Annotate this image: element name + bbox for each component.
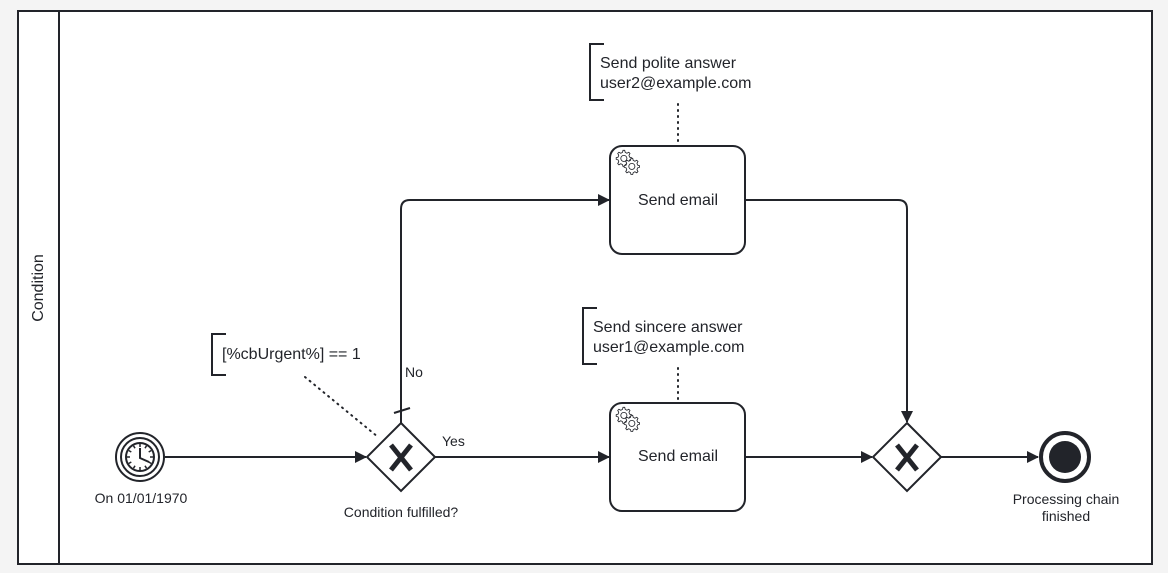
end-event[interactable]: Processing chain finished	[1013, 431, 1120, 524]
end-event-label-line-2: finished	[1042, 508, 1090, 524]
annotation-line-1: Send polite answer	[600, 55, 737, 72]
condition-annotation-text: [%cbUrgent%] == 1	[222, 346, 361, 363]
task1-annotation[interactable]: Send polite answer user2@example.com	[589, 43, 751, 101]
service-task-send-sincere[interactable]: Send email	[609, 402, 746, 512]
lane-label: Condition	[30, 254, 47, 322]
condition-annotation[interactable]: [%cbUrgent%] == 1	[211, 333, 361, 376]
end-event-label-line-1: Processing chain	[1013, 491, 1120, 507]
x-icon	[389, 443, 413, 472]
gateway-split[interactable]: Condition fulfilled?	[344, 421, 459, 520]
gateway-join[interactable]	[871, 421, 943, 493]
x-icon	[895, 443, 919, 472]
pool-border[interactable]	[17, 10, 1153, 565]
start-event-label: On 01/01/1970	[95, 490, 188, 506]
task-label: Send email	[638, 192, 718, 209]
default-flow-marker	[393, 407, 411, 414]
flow-label-no: No	[405, 364, 423, 380]
task2-annotation[interactable]: Send sincere answer user1@example.com	[582, 307, 744, 365]
start-timer-event[interactable]: On 01/01/1970	[95, 432, 188, 506]
sequence-flows	[165, 194, 1039, 463]
associations	[304, 103, 679, 438]
clock-icon	[125, 442, 155, 472]
annotation-line-2: user1@example.com	[593, 339, 744, 356]
flow-task1-to-join[interactable]	[746, 199, 913, 423]
pool[interactable]: Condition	[17, 10, 1153, 565]
gateway-split-label: Condition fulfilled?	[344, 504, 459, 520]
flow-label-yes: Yes	[442, 433, 465, 449]
service-task-send-polite[interactable]: Send email	[609, 145, 746, 255]
annotation-line-2: user2@example.com	[600, 75, 751, 92]
end-event-fill	[1049, 441, 1081, 473]
association-condition	[304, 376, 379, 438]
annotation-line-1: Send sincere answer	[593, 319, 743, 336]
task-label: Send email	[638, 448, 718, 465]
flow-no-branch[interactable]	[400, 194, 610, 423]
